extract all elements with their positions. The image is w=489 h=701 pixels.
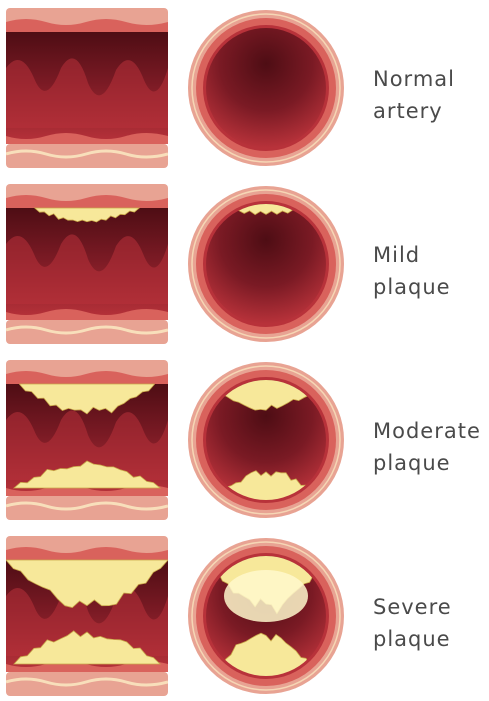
longitudinal-section-normal (6, 8, 168, 168)
longitudinal-section-moderate (6, 360, 168, 520)
stage-label-moderate: Moderate plaque (373, 415, 481, 479)
longitudinal-section-mild (6, 184, 168, 344)
stage-label-line2: artery (373, 95, 455, 127)
cross-plaque-highlight (224, 570, 308, 622)
cross-section-mild (186, 184, 346, 344)
stage-moderate-plaque: Moderate plaque (0, 360, 489, 525)
stage-label-line1: Severe (373, 591, 452, 623)
cross-lumen (206, 204, 326, 324)
cross-section-severe (186, 536, 346, 696)
longitudinal-section-severe (6, 536, 168, 696)
stage-label-normal: Normal artery (373, 63, 455, 127)
cross-section-moderate (186, 360, 346, 520)
stage-label-mild: Mild plaque (373, 239, 451, 303)
stage-mild-plaque: Mild plaque (0, 184, 489, 349)
stage-label-line1: Moderate (373, 415, 481, 447)
cross-section-normal (186, 8, 346, 168)
stage-label-line1: Mild (373, 239, 451, 271)
stage-label-line2: plaque (373, 447, 481, 479)
stage-normal-artery: Normal artery (0, 8, 489, 173)
cross-lumen (206, 28, 326, 148)
stage-label-line1: Normal (373, 63, 455, 95)
stage-label-line2: plaque (373, 623, 452, 655)
stage-label-severe: Severe plaque (373, 591, 452, 655)
stage-label-line2: plaque (373, 271, 451, 303)
stage-severe-plaque: Severe plaque (0, 536, 489, 701)
